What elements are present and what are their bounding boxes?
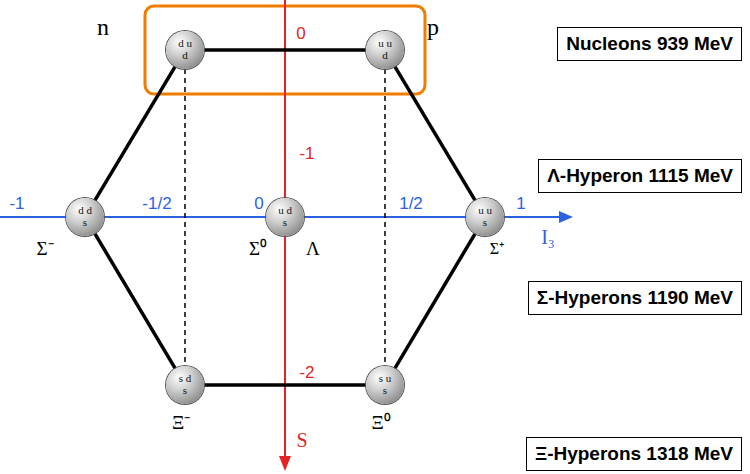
particle-name: Σ⁻ [36,239,53,258]
mass-label-box: Nucleons 939 MeV [557,27,742,61]
strangeness-value: -2 [299,364,314,381]
isospin-arrowhead [559,211,573,223]
baryon-sphere: u u dp [366,31,404,69]
quark-content: u d s [276,205,294,228]
isospin-value: -1/2 [142,195,171,212]
baryon-sphere: d u dn [166,31,204,69]
hexagon-edge [95,233,176,368]
isospin-value: -1 [9,195,24,212]
isospin-value: 0 [254,195,263,212]
particle-name: n [97,15,109,39]
quark-content: s u s [376,373,394,396]
hexagon-edge [95,66,175,200]
baryon-sphere: u u sΣ⁺ [466,198,504,236]
strangeness-value: S [296,430,307,450]
isospin-value: 1/2 [399,195,423,212]
particle-name: Λ [306,239,320,258]
particle-name: Ξ⁰ [371,413,390,432]
isospin-value: 1 [516,195,525,212]
baryon-sphere: u d sΣ⁰Λ [266,198,304,236]
quark-content: u u s [476,205,494,228]
quark-content: d d s [76,205,94,228]
strangeness-arrowhead [279,456,291,471]
mass-label-text: Nucleons 939 MeV [566,33,733,54]
mass-label-text: Ξ-Hyperons 1318 MeV [535,443,733,464]
particle-name: Σ⁺ [490,241,504,257]
dashed-link [184,69,186,366]
baryon-sphere: s d sΞ⁻ [166,366,204,404]
baryon-sphere: d d sΣ⁻ [66,198,104,236]
hexagon-edge [204,383,366,387]
mass-label-box: Λ-Hyperon 1115 MeV [538,159,742,193]
mass-label-text: Λ-Hyperon 1115 MeV [547,165,733,186]
mass-label-text: Σ-Hyperons 1190 MeV [537,287,733,308]
hexagon-edge [395,233,476,368]
hexagon-edge [204,48,366,52]
isospin-value: I₃ [541,227,555,247]
quark-content: u u d [376,38,394,61]
strangeness-value: -1 [299,145,314,162]
mass-label-box: Σ-Hyperons 1190 MeV [528,281,742,315]
quark-content: d u d [176,38,194,61]
hexagon-edge [395,66,475,200]
particle-name: Ξ⁻ [172,413,190,432]
particle-name: p [427,15,439,39]
particle-name: Σ⁰ [249,239,267,258]
mass-label-box: Ξ-Hyperons 1318 MeV [526,437,742,471]
dashed-link [384,69,386,366]
strangeness-value: 0 [296,25,305,42]
baryon-sphere: s u sΞ⁰ [366,366,404,404]
quark-content: s d s [176,373,194,396]
